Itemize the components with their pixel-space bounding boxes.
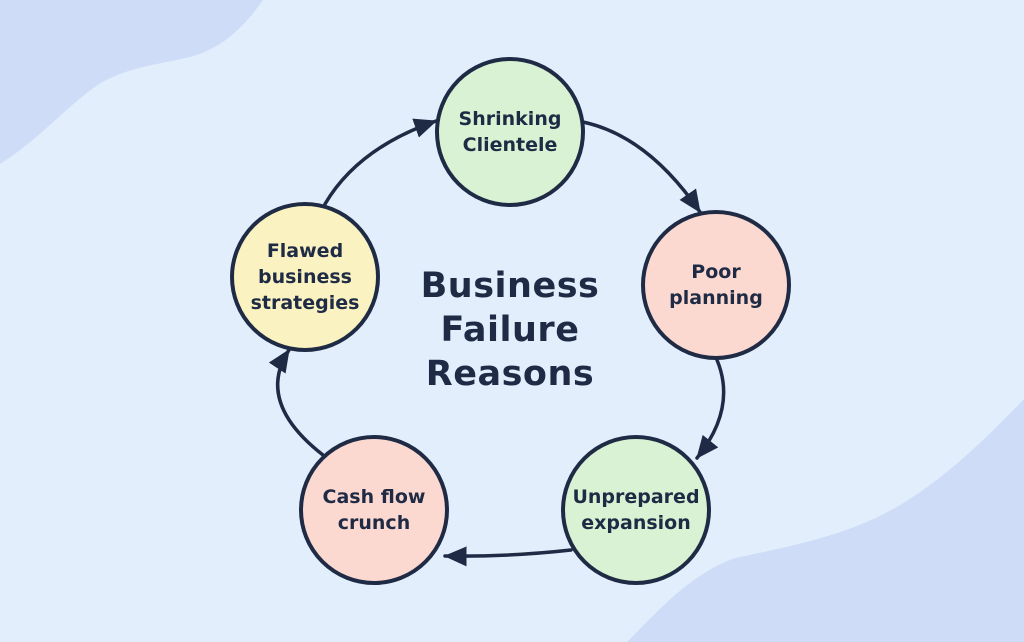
arrow-shrinking-to-poor [581,120,702,214]
wave-top-left-shape [0,0,263,164]
node-label: Flawed business strategies [250,240,360,314]
node-poor-planning: Poor planning [641,210,791,360]
node-cash-flow-crunch: Cash flow crunch [299,435,449,585]
node-flawed-business-strategies: Flawed business strategies [230,202,380,352]
node-label: Unprepared expansion [572,486,700,534]
node-label: Shrinking Clientele [458,108,562,156]
arrow-poor-to-unprepared [695,358,726,460]
arrow-unprepared-to-cash [443,546,573,567]
wave-bottom-right-shape [627,399,1024,642]
arrow-cash-to-flawed [268,348,325,457]
node-label: Poor planning [669,261,763,309]
node-unprepared-expansion: Unprepared expansion [561,435,711,585]
node-label: Cash flow crunch [322,486,426,534]
arrow-flawed-to-shrinking [323,118,438,206]
node-shrinking-clientele: Shrinking Clientele [435,57,585,207]
diagram-title: Business Failure Reasons [420,266,600,394]
